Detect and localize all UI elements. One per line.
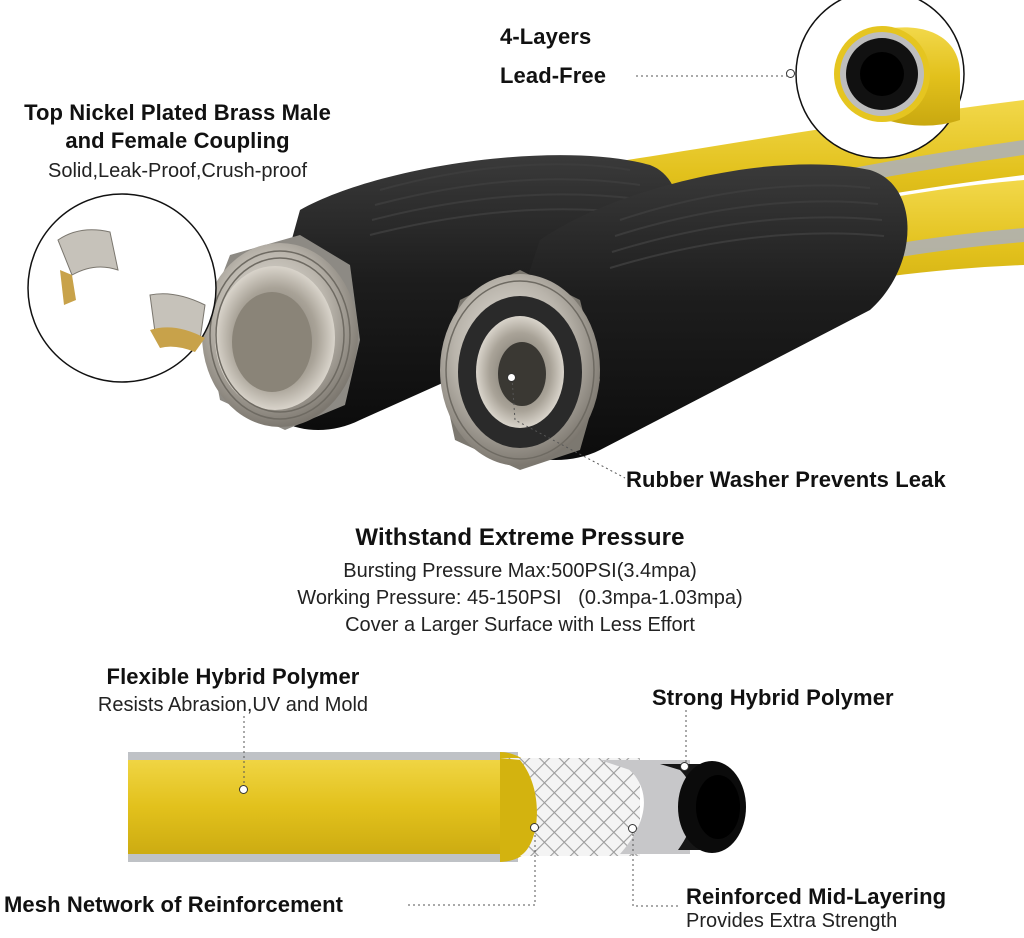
marker-dot-washer	[507, 373, 516, 382]
coupling-inset	[27, 193, 217, 383]
flexible-polymer-block: Flexible Hybrid Polymer Resists Abrasion…	[48, 664, 418, 717]
flexible-title: Flexible Hybrid Polymer	[106, 664, 360, 689]
coupling-label-block: Top Nickel Plated Brass Male and Female …	[0, 100, 355, 183]
flexible-subtitle: Resists Abrasion,UV and Mold	[97, 694, 369, 716]
cross-section-inset	[795, 0, 965, 159]
marker-dot-mesh	[530, 823, 539, 832]
coupling-subtitle: Solid,Leak-Proof,Crush-proof	[47, 160, 307, 182]
layers-line1: 4-Layers	[500, 24, 592, 49]
pressure-tagline: Cover a Larger Surface with Less Effort	[345, 614, 695, 636]
bursting-pressure: Bursting Pressure Max:500PSI(3.4mpa)	[343, 560, 697, 582]
mid-layer-block: Reinforced Mid-Layering Provides Extra S…	[686, 884, 946, 933]
mid-layer-subtitle: Provides Extra Strength	[686, 910, 898, 932]
marker-dot-mid	[628, 824, 637, 833]
mesh-label: Mesh Network of Reinforcement	[4, 892, 344, 917]
strong-polymer-label: Strong Hybrid Polymer	[652, 685, 894, 710]
mid-layer-title: Reinforced Mid-Layering	[686, 884, 947, 909]
working-pressure: Working Pressure: 45-150PSI (0.3mpa-1.03…	[297, 587, 743, 609]
pressure-block: Withstand Extreme Pressure Bursting Pres…	[230, 524, 810, 637]
female-coupling	[440, 164, 908, 470]
marker-dot-flexible	[239, 785, 248, 794]
coupling-title-line2: and Female Coupling	[65, 128, 290, 153]
leader-lines	[243, 75, 790, 907]
marker-dot-lead-free	[786, 69, 795, 78]
pressure-title: Withstand Extreme Pressure	[355, 524, 685, 551]
marker-dot-strong	[680, 762, 689, 771]
washer-label: Rubber Washer Prevents Leak	[626, 467, 946, 492]
hose-cutaway	[128, 752, 746, 862]
layers-label-block: 4-Layers Lead-Free	[500, 24, 606, 89]
coupling-title-line1: Top Nickel Plated Brass Male	[24, 100, 331, 125]
lead-free-label: Lead-Free	[500, 63, 607, 88]
